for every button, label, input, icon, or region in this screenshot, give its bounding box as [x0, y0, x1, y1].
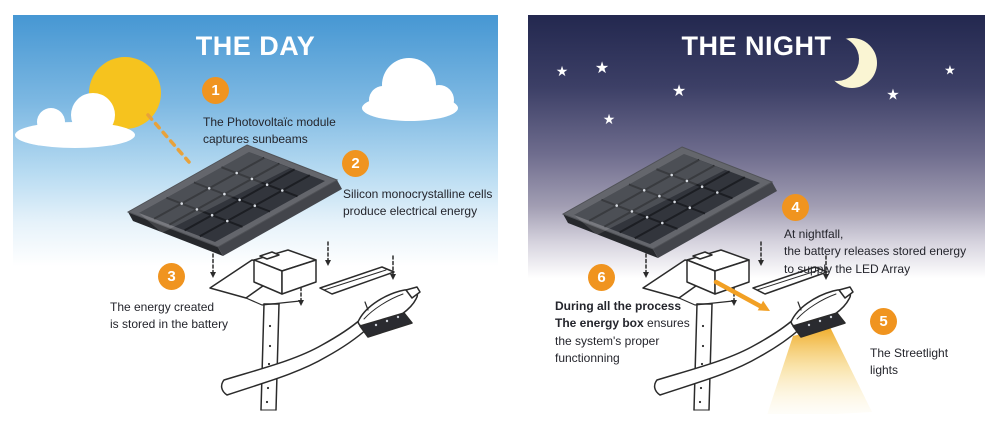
- step-1-text: The Photovoltaïc module captures sunbeam…: [203, 115, 336, 147]
- sunbeam-dashes-icon: [146, 113, 191, 164]
- star-icon: ★: [944, 63, 956, 79]
- cloud-icon: [362, 58, 458, 121]
- streetlight-illustration: [209, 241, 421, 411]
- solar-panel-illustration: [562, 146, 778, 259]
- moon-icon: [827, 38, 877, 88]
- night-illustration: [562, 38, 877, 414]
- step-4-badge: 4: [782, 194, 809, 221]
- step-3-badge: 3: [158, 263, 185, 290]
- step-6-text: During all the process The energy box en…: [555, 298, 725, 368]
- step-6-badge: 6: [588, 264, 615, 291]
- star-icon: ★: [555, 64, 569, 80]
- step-4-text: At nightfall, the battery releases store…: [784, 227, 967, 276]
- day-title: THE DAY: [195, 31, 316, 61]
- step-6-rest: ensures: [643, 316, 690, 331]
- energy-flow-arrow-icon: [713, 279, 770, 311]
- star-icon: ★: [602, 112, 616, 128]
- light-beam: [767, 327, 872, 414]
- night-title: THE NIGHT: [681, 31, 832, 61]
- step-2-badge: 2: [342, 150, 369, 177]
- step-1-badge: 1: [202, 77, 229, 104]
- step-5-badge: 5: [870, 308, 897, 335]
- step-3-text: The energy created is stored in the batt…: [110, 300, 229, 332]
- star-icon: ★: [886, 85, 900, 104]
- day-panel: THE DAY 1 The Photovoltaïc module captur…: [13, 15, 498, 414]
- night-panel: THE NIGHT ★ ★ ★ ★ ★ ★: [528, 15, 985, 414]
- day-illustration: [15, 57, 458, 411]
- step-2-text: Silicon monocrystalline cells produce el…: [343, 187, 493, 219]
- star-icon: ★: [594, 58, 610, 77]
- cloud-icon: [15, 93, 135, 148]
- step-5-text: The Streetlight lights: [870, 346, 949, 378]
- step-6-bold-intro: The energy box: [555, 316, 644, 331]
- solar-panel-illustration: [127, 144, 343, 257]
- star-icon: ★: [671, 81, 687, 100]
- step-6-line4: functionning: [555, 351, 620, 366]
- step-6-bold-line: During all the process: [555, 299, 682, 313]
- step-6-line3: the system's proper: [555, 333, 660, 348]
